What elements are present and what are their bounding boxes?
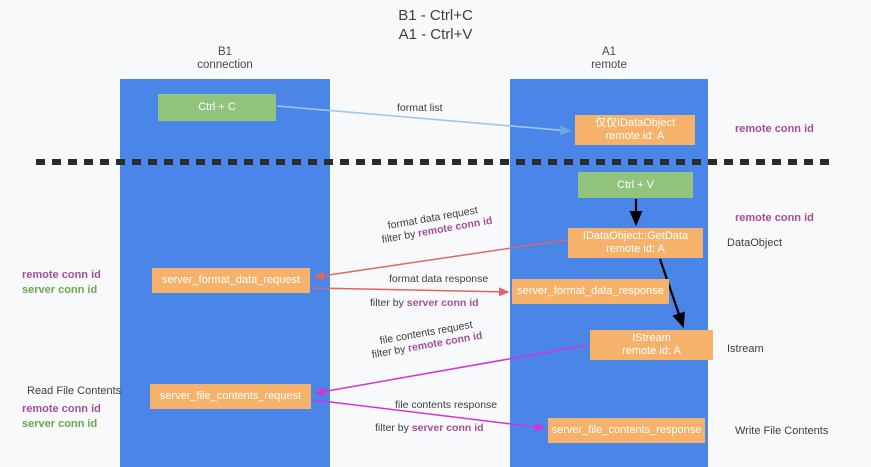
filter-key-server-conn-id: server conn id (411, 422, 484, 434)
filter-prefix: filter by (370, 297, 407, 309)
node-idataobject-label: 仅仅IDataObject (594, 117, 676, 129)
dashed-divider (36, 159, 836, 165)
annotation-istream: Istream (727, 343, 764, 355)
annotation-left-server-conn-id-mid: server conn id (22, 284, 98, 296)
column-header-b1: B1 connection (120, 46, 330, 72)
node-istream-label: IStream (632, 332, 671, 344)
edge-label-format-data-response-filter: filter by server conn id (370, 296, 479, 311)
filter-key-server-conn-id: server conn id (406, 297, 479, 309)
node-server-file-contents-request[interactable]: server_file_contents_request (150, 384, 311, 409)
column-header-a1-line1: A1 (601, 46, 617, 58)
node-getdata-sub: remote id: A (606, 243, 665, 255)
node-ctrl-c-label: Ctrl + C (198, 101, 236, 113)
annotation-remote-conn-id-top: remote conn id (735, 123, 814, 135)
node-idataobject-getdata[interactable]: IDataObject::GetData remote id: A (568, 228, 703, 258)
node-ctrl-v-label: Ctrl + V (617, 178, 654, 191)
node-ctrl-v[interactable]: Ctrl + V (578, 172, 693, 198)
node-server-format-data-request[interactable]: server_format_data_request (152, 268, 310, 293)
annotation-left-conn-ids-mid: remote conn id server conn id (22, 268, 101, 298)
node-server-format-data-request-label: server_format_data_request (161, 274, 301, 286)
node-server-file-contents-request-label: server_file_contents_request (159, 390, 302, 402)
title-line-2: A1 - Ctrl+V (398, 26, 473, 43)
edge-label-file-contents-response-filter: filter by server conn id (375, 421, 484, 436)
column-header-b1-line1: B1 (217, 46, 233, 58)
node-istream[interactable]: IStream remote id: A (590, 330, 713, 360)
column-header-b1-line2: connection (197, 59, 253, 71)
annotation-remote-conn-id-mid: remote conn id (735, 212, 814, 224)
annotation-left-remote-conn-id-bottom: remote conn id (22, 403, 101, 415)
diagram-title: B1 - Ctrl+C A1 - Ctrl+V (0, 6, 871, 44)
edge-label-format-list: format list (397, 102, 443, 114)
column-header-a1: A1 remote (510, 46, 708, 72)
annotation-left-server-conn-id-bottom: server conn id (22, 418, 98, 430)
node-server-format-data-response-label: server_format_data_response (517, 285, 664, 297)
annotation-write-file-contents: Write File Contents (735, 425, 829, 437)
node-getdata-label: IDataObject::GetData (582, 230, 689, 242)
filter-prefix: filter by (380, 227, 420, 246)
node-server-file-contents-response[interactable]: server_file_contents_response (548, 418, 705, 443)
annotation-left-conn-ids-bottom: remote conn id server conn id (22, 402, 101, 432)
filter-prefix: filter by (375, 422, 412, 434)
title-line-1: B1 - Ctrl+C (398, 7, 473, 24)
node-ctrl-c[interactable]: Ctrl + C (158, 94, 276, 121)
edge-label-format-data-response: format data response (389, 273, 489, 285)
node-idataobject[interactable]: 仅仅IDataObject remote id: A (575, 115, 695, 145)
edge-label-file-contents-response: file contents response (395, 399, 498, 411)
node-server-format-data-response[interactable]: server_format_data_response (512, 279, 669, 304)
annotation-left-remote-conn-id-mid: remote conn id (22, 269, 101, 281)
filter-prefix: filter by (370, 342, 410, 361)
annotation-dataobject: DataObject (727, 237, 783, 249)
node-server-file-contents-response-label: server_file_contents_response (551, 424, 702, 436)
node-idataobject-sub: remote id: A (605, 130, 665, 142)
column-header-a1-line2: remote (591, 59, 627, 71)
node-istream-sub: remote id: A (622, 345, 681, 357)
annotation-read-file-contents: Read File Contents (27, 385, 122, 397)
